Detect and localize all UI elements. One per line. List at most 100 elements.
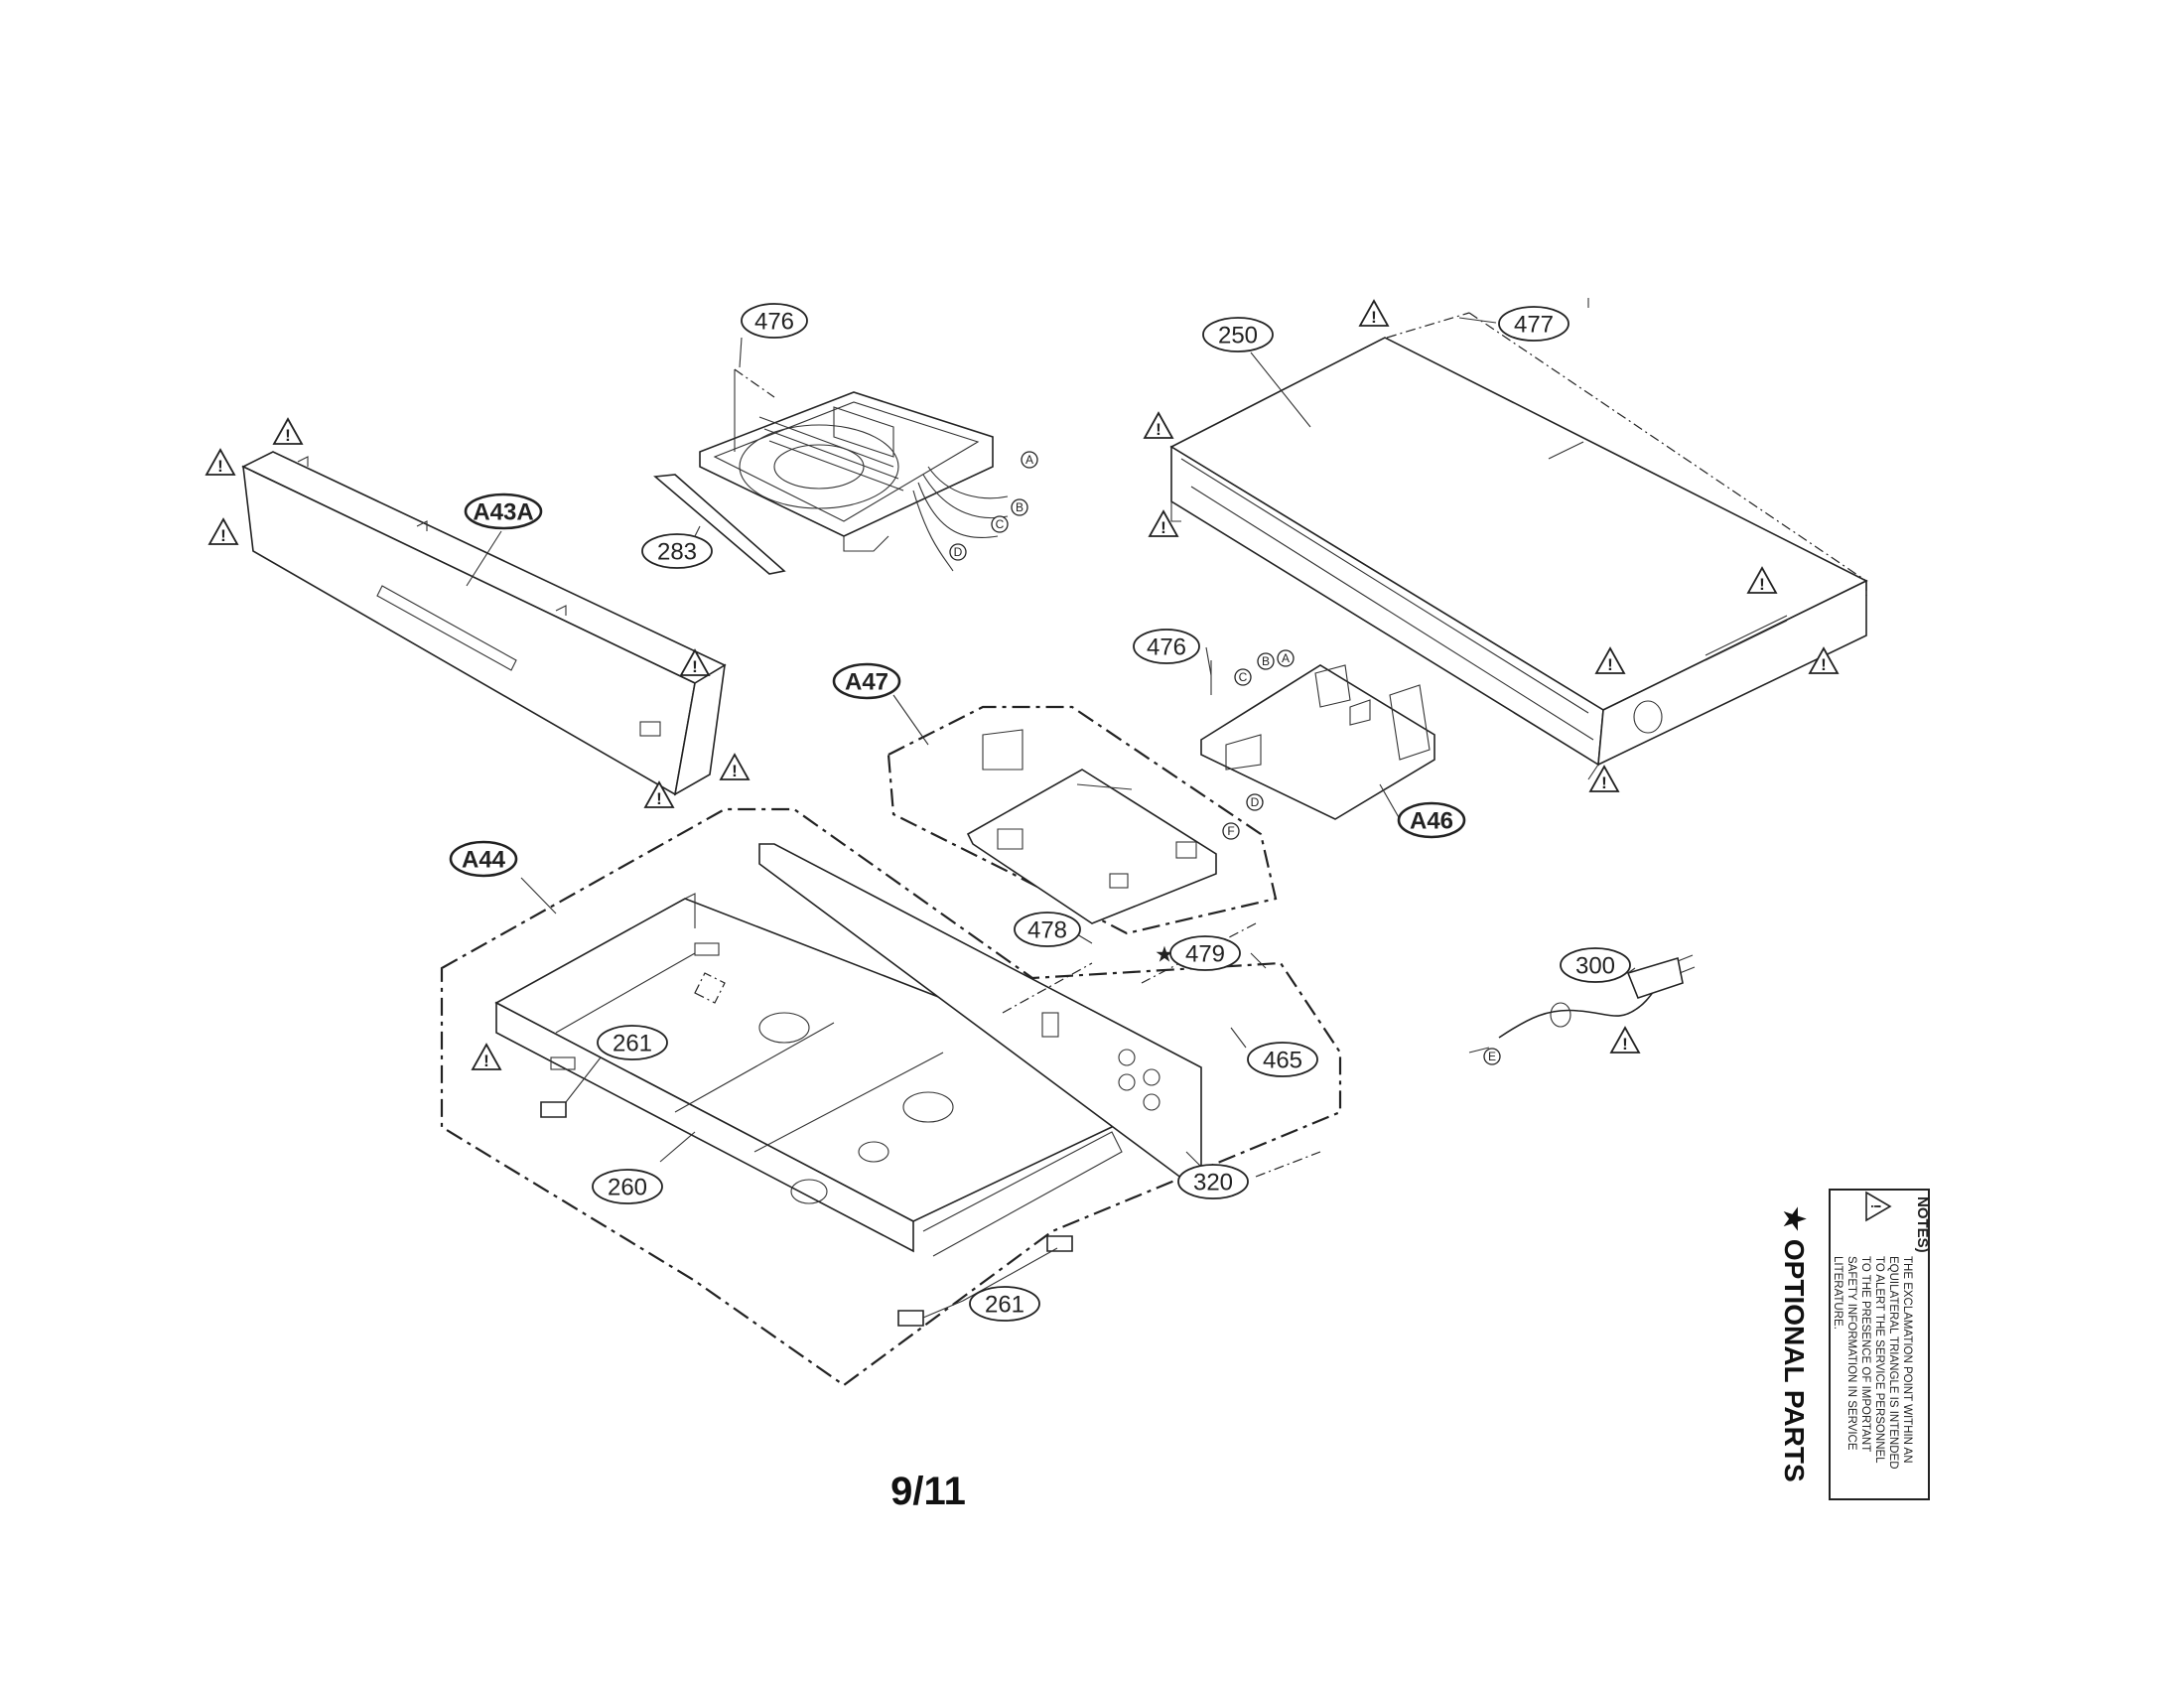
connector-d-board: D xyxy=(1246,793,1264,811)
callout-476-loader: 476 xyxy=(741,303,808,339)
warning-icon: ! xyxy=(1808,646,1840,674)
svg-text:261: 261 xyxy=(985,1292,1024,1319)
a47-board-group xyxy=(887,705,1278,935)
callout-261-right: 261 xyxy=(969,1286,1040,1322)
connector-a-loader: A xyxy=(1021,451,1038,469)
svg-text:465: 465 xyxy=(1263,1048,1302,1074)
callout-283: 283 xyxy=(641,533,713,569)
warning-icon: ! xyxy=(679,648,711,676)
connector-d-loader: D xyxy=(949,543,967,561)
svg-text:!: ! xyxy=(1622,1035,1628,1054)
svg-text:A: A xyxy=(1025,453,1033,467)
svg-text:!: ! xyxy=(217,457,223,476)
callout-260: 260 xyxy=(592,1169,663,1204)
svg-text:!: ! xyxy=(656,789,662,808)
svg-text:B: B xyxy=(1016,500,1024,514)
notes-title: NOTES) xyxy=(1914,1196,1931,1253)
warning-icon: ! xyxy=(1358,299,1390,327)
callout-a46: A46 xyxy=(1397,801,1466,839)
top-cover-part xyxy=(1169,298,1868,780)
warning-icon: ! xyxy=(471,1043,502,1070)
svg-text:!: ! xyxy=(220,526,226,545)
notes-box: NOTES) ! THE EXCLAMATION POINT WITHIN AN… xyxy=(1829,1189,1931,1500)
callout-476-board: 476 xyxy=(1133,629,1200,664)
svg-text:260: 260 xyxy=(608,1175,647,1201)
connector-b-loader: B xyxy=(1011,498,1028,516)
svg-text:283: 283 xyxy=(657,539,697,566)
svg-text:A44: A44 xyxy=(462,847,506,874)
callout-479: ★ 479 xyxy=(1155,935,1241,971)
callout-465: 465 xyxy=(1247,1042,1318,1077)
svg-text:F: F xyxy=(1227,824,1234,838)
svg-text:300: 300 xyxy=(1575,953,1615,980)
svg-text:!: ! xyxy=(1759,575,1765,594)
notes-line: LITERATURE. xyxy=(1832,1256,1843,1330)
warning-icon: ! xyxy=(272,417,304,445)
warning-icon: ! xyxy=(643,780,675,808)
svg-text:!: ! xyxy=(285,426,291,445)
svg-text:!: ! xyxy=(1160,518,1166,537)
disc-loader-part xyxy=(653,368,1009,575)
page-number: 9/11 xyxy=(890,1470,966,1513)
svg-text:C: C xyxy=(996,517,1005,531)
svg-text:D: D xyxy=(954,545,963,559)
callout-a47: A47 xyxy=(832,662,901,700)
svg-text:A: A xyxy=(1282,651,1290,665)
callout-261-left: 261 xyxy=(597,1025,668,1060)
callout-250: 250 xyxy=(1202,317,1274,352)
notes-line: SAFETY INFORMATION IN SERVICE xyxy=(1845,1256,1857,1451)
callout-320: 320 xyxy=(1177,1164,1249,1199)
connector-c-board: C xyxy=(1234,668,1252,686)
callout-300: 300 xyxy=(1560,947,1631,983)
warning-icon: ! xyxy=(1588,765,1620,792)
svg-text:★: ★ xyxy=(1155,942,1174,967)
callout-a44: A44 xyxy=(449,840,518,878)
svg-text:!: ! xyxy=(732,762,738,780)
svg-text:!: ! xyxy=(1601,774,1607,792)
svg-text:476: 476 xyxy=(1147,634,1186,661)
svg-text:!: ! xyxy=(1607,655,1613,674)
notes-line: TO ALERT THE SERVICE PERSONNEL xyxy=(1873,1256,1885,1464)
notes-line: TO THE PRESENCE OF IMPORTANT xyxy=(1859,1256,1871,1452)
optional-parts-label: ★ OPTIONAL PARTS xyxy=(1779,1206,1810,1482)
svg-text:D: D xyxy=(1251,795,1260,809)
svg-text:B: B xyxy=(1262,654,1270,668)
warning-icon: ! xyxy=(205,448,236,476)
svg-text:479: 479 xyxy=(1185,941,1225,968)
svg-text:A47: A47 xyxy=(845,669,888,696)
a46-board-part xyxy=(1200,660,1435,820)
warning-icon: ! xyxy=(719,753,751,780)
svg-text:E: E xyxy=(1488,1050,1496,1063)
svg-text:C: C xyxy=(1239,670,1248,684)
connector-e-cord: E xyxy=(1483,1048,1501,1065)
leader-lines xyxy=(466,317,1636,1319)
svg-text:!: ! xyxy=(692,657,698,676)
warning-icon: ! xyxy=(1609,1026,1641,1054)
svg-text:!: ! xyxy=(1868,1204,1884,1209)
connector-f-board: F xyxy=(1222,822,1240,840)
connector-c-loader: C xyxy=(991,515,1009,533)
svg-text:250: 250 xyxy=(1218,323,1258,350)
svg-text:!: ! xyxy=(1821,655,1827,674)
callout-477: 477 xyxy=(1498,306,1570,342)
warning-icon: ! xyxy=(1746,566,1778,594)
svg-text:477: 477 xyxy=(1514,312,1554,339)
svg-text:!: ! xyxy=(1156,420,1161,439)
warning-icon: ! xyxy=(1594,646,1626,674)
callout-478: 478 xyxy=(1014,912,1081,947)
svg-text:320: 320 xyxy=(1193,1170,1233,1196)
svg-text:!: ! xyxy=(1371,308,1377,327)
svg-text:A46: A46 xyxy=(1410,808,1453,835)
notes-line: THE EXCLAMATION POINT WITHIN AN xyxy=(1901,1256,1913,1464)
a44-chassis-group xyxy=(440,807,1342,1387)
callout-a43a: A43A xyxy=(464,492,543,530)
front-panel-part xyxy=(241,451,727,796)
power-cord-part xyxy=(1468,954,1696,1054)
connector-b-board: B xyxy=(1257,652,1275,670)
connector-a-board: A xyxy=(1277,649,1295,667)
warning-icon: ! xyxy=(207,517,239,545)
svg-text:261: 261 xyxy=(613,1031,652,1057)
warning-icon: ! xyxy=(1148,509,1179,537)
warning-icon: ! xyxy=(1143,411,1174,439)
